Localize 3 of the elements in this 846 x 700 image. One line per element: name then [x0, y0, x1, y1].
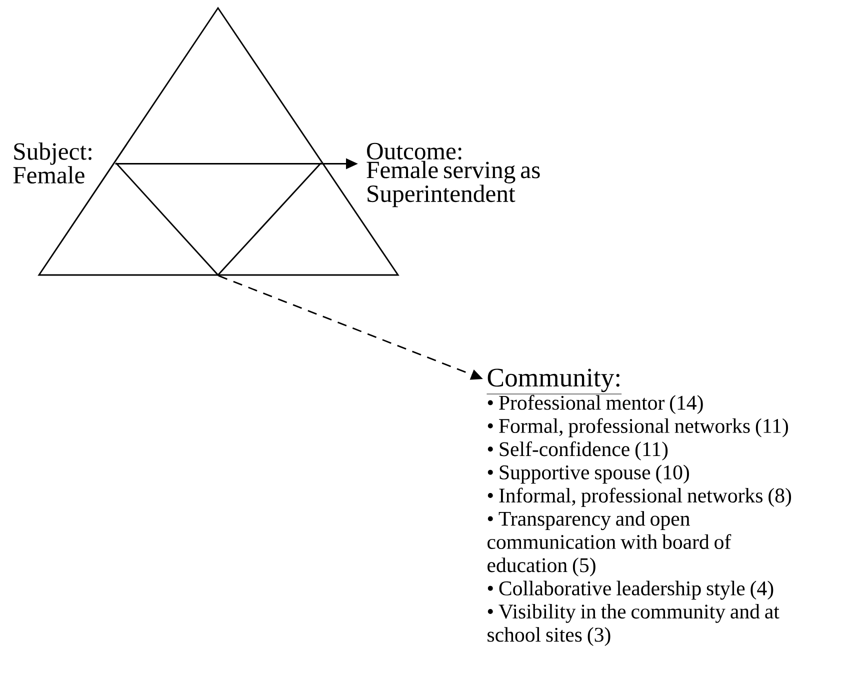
node-label: Outcome: Female serving as Superintendent: [366, 142, 540, 208]
list-text: Community: • Professional mentor (14) • Formal, professional networks (11) • Self-confidence (11) • Supportive spouse (10) • Informal, professional networks (8) • Transparency and open communication with board of education (5) • Collaborative leadership style (4) • Visibility in the community and at school sites (3): [486, 368, 792, 646]
node-label: Subject: Female: [13, 142, 92, 184]
